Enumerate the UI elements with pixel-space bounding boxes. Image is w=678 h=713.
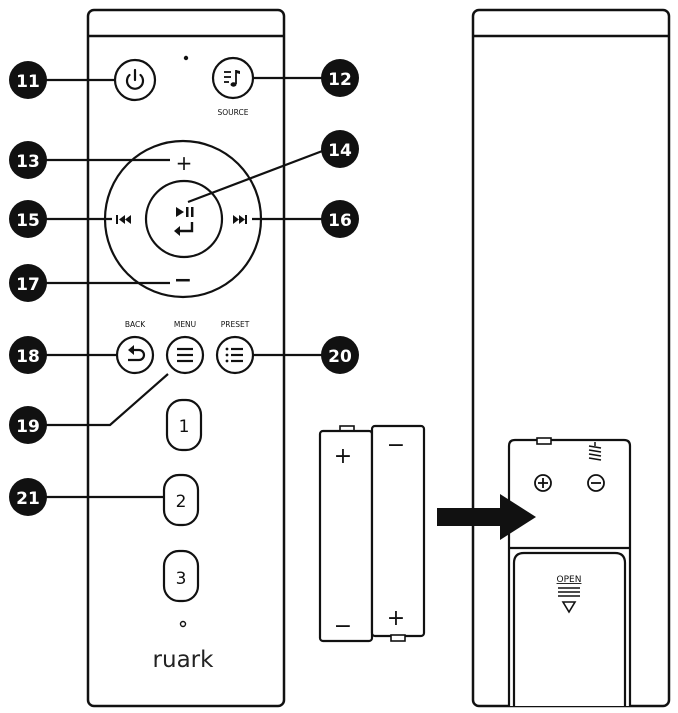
svg-text:18: 18 bbox=[16, 347, 40, 367]
volume-up-button[interactable]: + bbox=[176, 151, 193, 175]
battery-left: + − bbox=[318, 425, 374, 643]
leader-19 bbox=[38, 373, 169, 427]
remote-front: SOURCE + − bbox=[86, 8, 286, 708]
svg-text:12: 12 bbox=[328, 70, 352, 90]
ir-sensor bbox=[179, 620, 187, 628]
preset-3-button[interactable]: 3 bbox=[162, 549, 200, 603]
back-button[interactable] bbox=[115, 335, 155, 375]
svg-text:16: 16 bbox=[328, 211, 352, 231]
preset-label: PRESET bbox=[221, 320, 250, 329]
preset-1-button[interactable]: 1 bbox=[165, 398, 203, 452]
callout-badge-17: 17 bbox=[9, 264, 47, 302]
battery-left-top-symbol: + bbox=[334, 444, 352, 469]
svg-text:19: 19 bbox=[16, 417, 40, 437]
power-button[interactable] bbox=[113, 58, 157, 102]
play-pause-enter-button[interactable] bbox=[144, 179, 224, 259]
battery-left-bottom-symbol: − bbox=[334, 614, 352, 639]
music-note-icon bbox=[224, 70, 240, 87]
preset-2-button[interactable]: 2 bbox=[162, 473, 200, 527]
svg-text:20: 20 bbox=[328, 347, 352, 367]
svg-text:17: 17 bbox=[16, 275, 40, 295]
battery-right-top-symbol: − bbox=[387, 433, 405, 458]
return-arrow-icon bbox=[128, 345, 146, 362]
right-arrow-icon bbox=[437, 494, 536, 540]
preset-1-label: 1 bbox=[179, 417, 190, 437]
brand-logo: ruark bbox=[153, 647, 215, 673]
previous-track-button[interactable] bbox=[116, 215, 131, 224]
remote-back: OPEN bbox=[471, 8, 671, 708]
source-button[interactable] bbox=[211, 56, 255, 100]
menu-button[interactable] bbox=[165, 335, 205, 375]
callout-badge-14: 14 bbox=[321, 130, 359, 168]
callout-badge-11: 11 bbox=[9, 61, 47, 99]
battery-right-bottom-symbol: + bbox=[387, 606, 405, 631]
svg-text:15: 15 bbox=[16, 211, 40, 231]
svg-text:21: 21 bbox=[16, 489, 40, 509]
callout-badge-20: 20 bbox=[321, 336, 359, 374]
callout-badge-13: 13 bbox=[9, 141, 47, 179]
callout-leaders bbox=[38, 76, 326, 499]
open-arrow-icon bbox=[561, 601, 577, 614]
svg-text:14: 14 bbox=[328, 141, 352, 161]
minus-terminal-icon bbox=[587, 474, 605, 492]
callout-badge-21: 21 bbox=[9, 478, 47, 516]
preset-button[interactable] bbox=[215, 335, 255, 375]
list-icon bbox=[225, 347, 243, 363]
next-track-button[interactable] bbox=[233, 215, 247, 224]
callout-badge-19: 19 bbox=[9, 406, 47, 444]
callout-badge-16: 16 bbox=[321, 200, 359, 238]
source-label: SOURCE bbox=[218, 108, 249, 117]
plus-terminal-icon bbox=[534, 474, 552, 492]
status-led bbox=[183, 55, 189, 61]
svg-text:11: 11 bbox=[16, 72, 40, 92]
callout-badge-12: 12 bbox=[321, 59, 359, 97]
menu-label: MENU bbox=[174, 320, 196, 329]
back-label: BACK bbox=[125, 320, 146, 329]
battery-right-nub bbox=[390, 634, 406, 642]
skip-back-icon bbox=[116, 215, 131, 224]
leader-14 bbox=[187, 148, 326, 204]
open-label: OPEN bbox=[557, 575, 582, 585]
battery-right: − + bbox=[370, 424, 426, 642]
menu-lines-icon bbox=[177, 347, 193, 363]
callout-badge-18: 18 bbox=[9, 336, 47, 374]
callout-badge-15: 15 bbox=[9, 200, 47, 238]
preset-2-label: 2 bbox=[176, 492, 187, 512]
spring-contact-icon bbox=[588, 442, 602, 461]
battery-cover[interactable]: OPEN bbox=[512, 551, 627, 706]
volume-down-button[interactable]: − bbox=[174, 268, 192, 293]
skip-forward-icon bbox=[233, 215, 247, 224]
power-icon bbox=[125, 68, 145, 90]
play-pause-enter-icon bbox=[174, 207, 194, 236]
preset-3-label: 3 bbox=[176, 569, 187, 589]
svg-text:13: 13 bbox=[16, 152, 40, 172]
